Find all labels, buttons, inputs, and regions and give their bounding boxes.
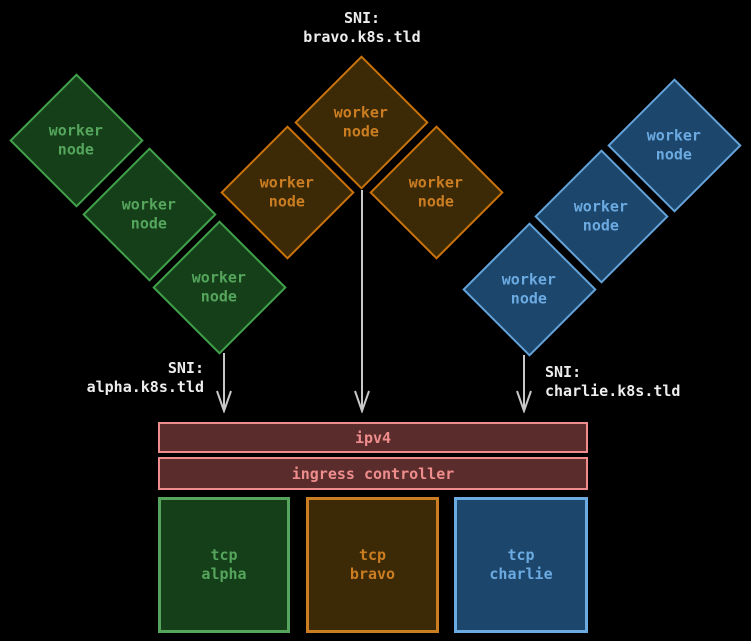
arrow-bravo-to-ingress [354, 190, 370, 413]
sni-host: bravo.k8s.tld [303, 28, 421, 46]
arrow-alpha-to-ingress [216, 353, 232, 413]
worker-node-label: worker node [334, 103, 389, 141]
sni-prefix: SNI: [343, 9, 381, 27]
tcp-charlie-label: tcp charlie [489, 546, 553, 583]
sni-host: alpha.k8s.tld [86, 378, 204, 396]
tcp-bravo-label: tcp bravo [349, 546, 396, 583]
worker-node-label: worker node [49, 121, 104, 159]
tcp-alpha-box: tcp alpha [158, 497, 290, 633]
sni-host: charlie.k8s.tld [545, 382, 681, 400]
sni-label-charlie: SNI: charlie.k8s.tld [545, 363, 751, 401]
worker-node-label: worker node [409, 173, 464, 211]
worker-node-label: worker node [260, 173, 315, 211]
tcp-bravo-box: tcp bravo [306, 497, 439, 633]
worker-node-label: worker node [574, 197, 629, 235]
ipv4-label: ipv4 [354, 428, 392, 447]
worker-node-label: worker node [192, 268, 247, 306]
sni-label-bravo: SNI: bravo.k8s.tld [262, 9, 462, 47]
tcp-charlie-box: tcp charlie [454, 497, 588, 633]
worker-node-label: worker node [122, 195, 177, 233]
ipv4-bar: ipv4 [158, 422, 588, 453]
ingress-controller-label: ingress controller [291, 464, 455, 483]
ingress-controller-bar: ingress controller [158, 457, 588, 490]
worker-node-label: worker node [502, 270, 557, 308]
tcp-alpha-label: tcp alpha [201, 546, 247, 583]
sni-prefix: SNI: [545, 363, 582, 381]
sni-label-alpha: SNI: alpha.k8s.tld [4, 359, 204, 397]
sni-prefix: SNI: [167, 359, 204, 377]
worker-node-label: worker node [647, 126, 702, 164]
arrow-charlie-to-ingress [516, 355, 532, 413]
